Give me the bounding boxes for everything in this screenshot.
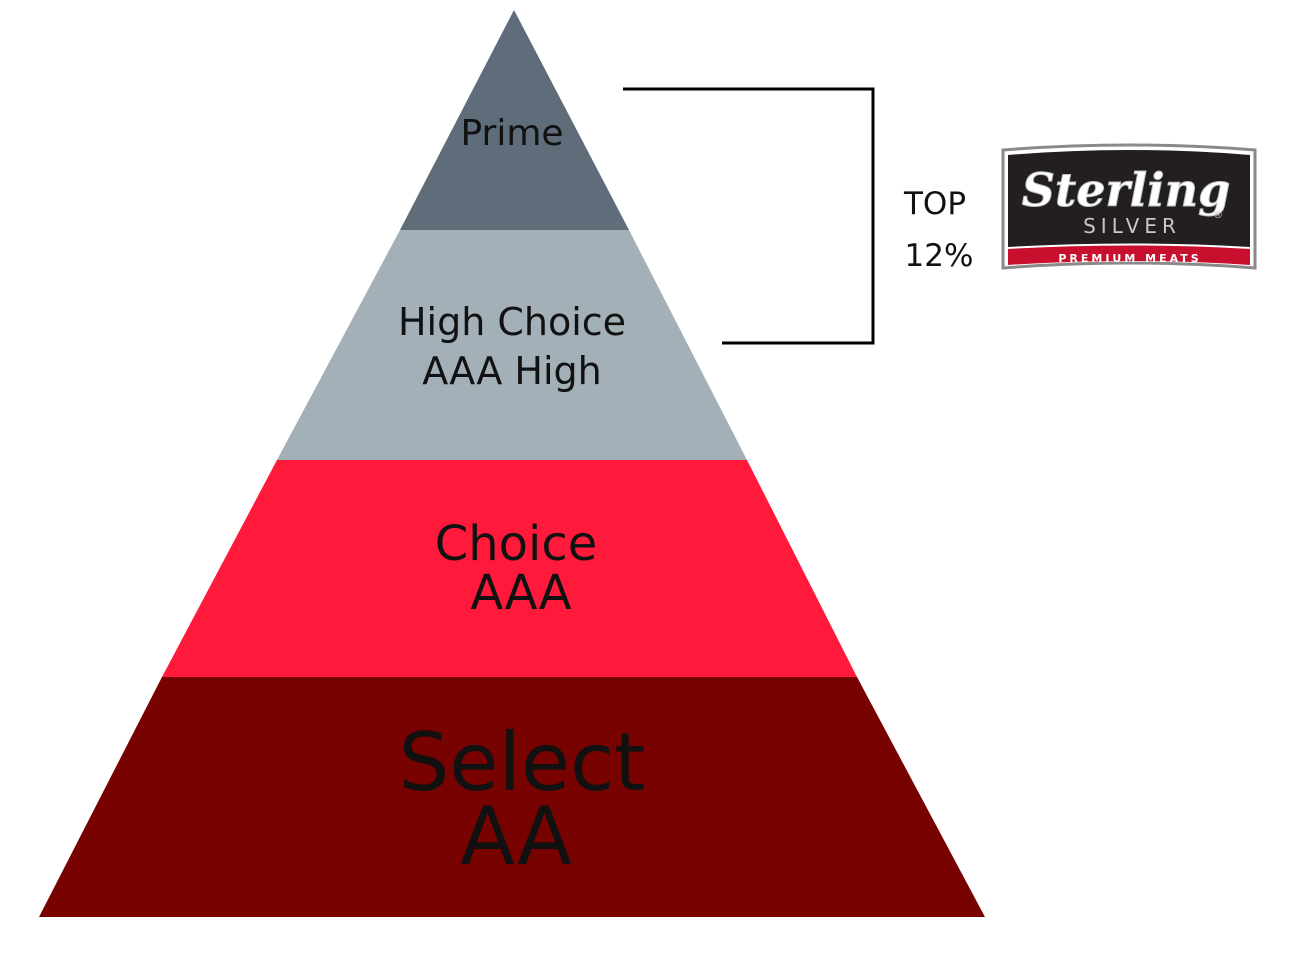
tier-select: Select AA bbox=[39, 677, 985, 917]
tier-high-choice-label-line1: High Choice bbox=[398, 300, 626, 344]
logo-script-text: Sterling bbox=[1022, 163, 1231, 217]
bracket-label-top: TOP bbox=[903, 186, 966, 222]
logo-wordmark: SILVER bbox=[1083, 214, 1181, 238]
tier-select-shape bbox=[39, 677, 985, 917]
top-tiers-bracket: TOP 12% bbox=[623, 87, 974, 345]
logo-badge-body bbox=[1008, 150, 1250, 247]
logo-badge-outline bbox=[1001, 143, 1257, 270]
tier-high-choice: High Choice AAA High bbox=[277, 230, 747, 460]
tier-choice: Choice AAA bbox=[162, 460, 857, 677]
tier-prime: Prime bbox=[400, 10, 629, 230]
logo-banner bbox=[1008, 245, 1250, 265]
logo-registered-mark: ® bbox=[1213, 210, 1223, 221]
tier-prime-label: Prime bbox=[460, 113, 563, 154]
tier-select-label-line1: Select bbox=[399, 716, 646, 809]
tier-choice-shape bbox=[162, 460, 857, 677]
tier-choice-label-line1: Choice bbox=[435, 516, 598, 572]
bracket-line bbox=[623, 87, 875, 345]
tier-prime-shape bbox=[400, 10, 629, 230]
logo-banner-text: PREMIUM MEATS bbox=[1058, 252, 1201, 265]
tier-choice-label-line2: AAA bbox=[470, 565, 571, 621]
tier-high-choice-label-line2: AAA High bbox=[422, 349, 602, 393]
bracket-label-percent: 12% bbox=[905, 238, 974, 274]
sterling-silver-logo: Sterling SILVER ® PREMIUM MEATS bbox=[1001, 143, 1257, 270]
tier-select-label-line2: AA bbox=[460, 790, 572, 883]
tier-high-choice-shape bbox=[277, 230, 747, 460]
